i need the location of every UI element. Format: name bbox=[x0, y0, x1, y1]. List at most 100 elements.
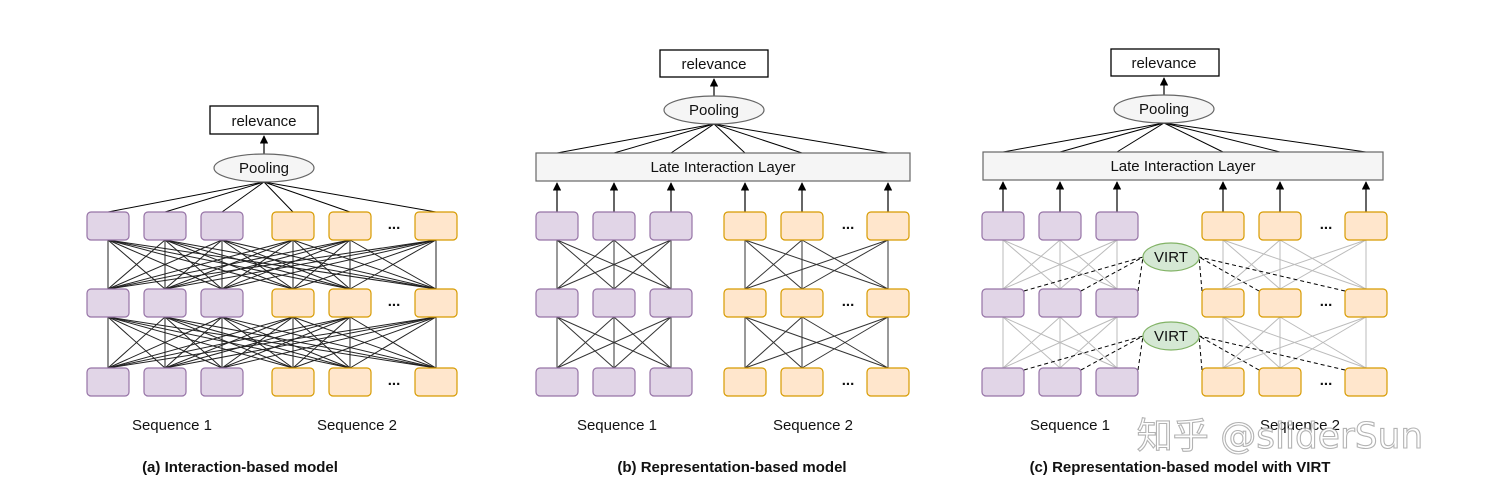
sequence-2-token bbox=[1258, 211, 1302, 241]
sequence-2-token bbox=[1344, 367, 1388, 397]
panel-representation-based: relevance Pooling Late Interaction Layer… bbox=[535, 49, 911, 476]
caption: (a) Interaction-based model bbox=[142, 459, 338, 476]
self-attention-line bbox=[744, 239, 803, 290]
ellipsis: ... bbox=[1320, 372, 1333, 389]
relevance-box bbox=[1110, 48, 1220, 77]
cross-attention-line bbox=[164, 239, 351, 290]
virt-dashed-line bbox=[1080, 335, 1144, 371]
pooling-line bbox=[263, 181, 437, 213]
cross-attention-line bbox=[107, 316, 223, 369]
sequence-1-token bbox=[592, 211, 636, 241]
self-attention-line bbox=[1002, 239, 1061, 290]
sequence-2-token bbox=[271, 288, 315, 318]
cross-attention-line bbox=[164, 316, 351, 369]
self-attention-line bbox=[613, 239, 672, 290]
sequence-2-token bbox=[1258, 367, 1302, 397]
cross-attention-line bbox=[164, 316, 223, 369]
cross-attention-line bbox=[107, 316, 351, 369]
self-attention-line bbox=[1279, 316, 1367, 369]
ellipsis: ... bbox=[842, 216, 855, 233]
cross-attention-line bbox=[349, 239, 437, 290]
cross-attention-line bbox=[221, 239, 351, 290]
self-attention-line bbox=[801, 239, 889, 290]
sequence-1-label: Sequence 1 bbox=[577, 417, 657, 434]
pooling-label: Pooling bbox=[689, 102, 739, 119]
sequence-1-token bbox=[86, 211, 130, 241]
pooling-node bbox=[1113, 94, 1215, 124]
self-attention-line bbox=[556, 239, 615, 290]
ellipsis: ... bbox=[388, 216, 401, 233]
pooling-line bbox=[613, 123, 715, 154]
pooling-line bbox=[1163, 122, 1224, 153]
relevance-label: relevance bbox=[681, 56, 746, 73]
self-attention-line bbox=[556, 316, 615, 369]
sequence-2-token bbox=[1201, 367, 1245, 397]
pooling-line bbox=[263, 181, 294, 213]
late-interaction-layer-label: Late Interaction Layer bbox=[1110, 158, 1255, 175]
sequence-2-token bbox=[723, 211, 767, 241]
sequence-2-token bbox=[780, 367, 824, 397]
sequence-1-token bbox=[200, 288, 244, 318]
pooling-line bbox=[713, 123, 746, 154]
sequence-2-token bbox=[271, 367, 315, 397]
sequence-1-token bbox=[143, 367, 187, 397]
virt-dashed-line bbox=[1198, 256, 1346, 292]
sequence-2-token bbox=[866, 211, 910, 241]
sequence-1-token bbox=[592, 367, 636, 397]
sequence-2-label: Sequence 2 bbox=[773, 417, 853, 434]
sequence-2-token bbox=[328, 288, 372, 318]
self-attention-line bbox=[801, 316, 889, 369]
sequence-1-token bbox=[1095, 211, 1139, 241]
pooling-line bbox=[556, 123, 715, 154]
sequence-1-label: Sequence 1 bbox=[132, 417, 212, 434]
token-nodes bbox=[86, 211, 1388, 397]
sequence-2-token bbox=[1258, 288, 1302, 318]
cross-attention-line bbox=[107, 316, 437, 369]
cross-attention-line bbox=[221, 316, 437, 369]
relevance-label: relevance bbox=[1131, 55, 1196, 72]
watermark: 知乎 @sliderSun bbox=[1137, 416, 1424, 457]
sequence-2-token bbox=[328, 211, 372, 241]
relevance-box bbox=[659, 49, 769, 78]
cross-attention-line bbox=[292, 239, 437, 290]
ellipsis: ... bbox=[388, 372, 401, 389]
virt-dashed-line bbox=[1080, 256, 1144, 292]
sequence-2-token bbox=[866, 367, 910, 397]
sequence-1-token bbox=[981, 211, 1025, 241]
sequence-1-token bbox=[1095, 367, 1139, 397]
sequence-1-token bbox=[649, 288, 693, 318]
pooling-node bbox=[213, 153, 315, 183]
sequence-1-token bbox=[1038, 367, 1082, 397]
pooling-label: Pooling bbox=[239, 160, 289, 177]
pooling-line bbox=[1163, 122, 1281, 153]
relevance-box bbox=[209, 105, 319, 135]
virt-label: VIRT bbox=[1154, 328, 1188, 345]
sequence-2-token bbox=[780, 288, 824, 318]
sequence-1-token bbox=[200, 211, 244, 241]
virt-dashed-line bbox=[1198, 335, 1260, 371]
cross-attention-line bbox=[107, 316, 166, 369]
ellipsis: ... bbox=[842, 293, 855, 310]
virt-nodes: VIRT VIRT bbox=[1142, 242, 1200, 351]
self-attention-line bbox=[556, 316, 672, 369]
caption: (c) Representation-based model with VIRT bbox=[1030, 459, 1331, 476]
sequence-1-token bbox=[592, 288, 636, 318]
sequence-2-token bbox=[271, 211, 315, 241]
sequence-2-token bbox=[723, 288, 767, 318]
ellipsis: ... bbox=[1320, 293, 1333, 310]
sequence-1-token bbox=[535, 367, 579, 397]
caption: (b) Representation-based model bbox=[617, 459, 846, 476]
virt-dashed-line bbox=[1137, 335, 1144, 371]
pooling-line bbox=[1059, 122, 1165, 153]
sequence-1-token bbox=[86, 288, 130, 318]
cross-attention-line bbox=[292, 316, 437, 369]
sequence-1-token bbox=[200, 367, 244, 397]
self-attention-line bbox=[1059, 239, 1118, 290]
sequence-1-token bbox=[981, 288, 1025, 318]
sequence-2-token bbox=[414, 288, 458, 318]
sequence-1-token bbox=[535, 211, 579, 241]
cross-attention-line bbox=[107, 316, 294, 369]
cross-attention-line bbox=[292, 239, 351, 290]
self-attention-line bbox=[556, 239, 672, 290]
